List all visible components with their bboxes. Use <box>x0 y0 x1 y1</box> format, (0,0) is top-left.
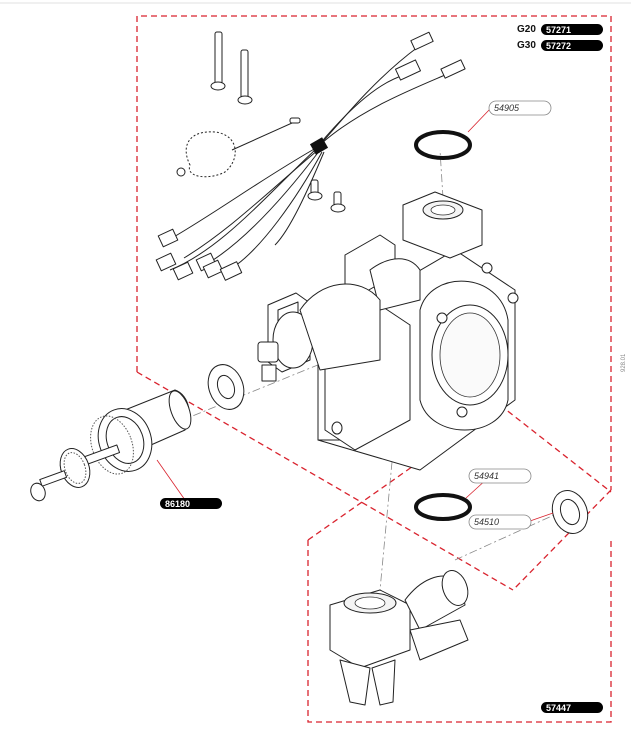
ref-54905-text: 54905 <box>494 103 520 113</box>
valve-group-outline <box>136 15 612 490</box>
oring-bottom <box>414 493 472 521</box>
g20-label: G20 <box>517 24 536 35</box>
ref-54905: 54905 <box>488 100 552 116</box>
washer-right <box>551 490 589 534</box>
knob-assembly <box>30 389 192 502</box>
g30-pill <box>541 40 603 51</box>
g30-label: G30 <box>517 40 536 51</box>
outlet-group-outline-top-right <box>499 404 612 493</box>
top-port-axis <box>439 149 446 231</box>
g20-part-number: 57271 <box>546 25 571 35</box>
leader-54510 <box>529 512 554 522</box>
washer-left <box>207 364 245 410</box>
short-screws <box>307 179 346 213</box>
long-screws <box>210 31 253 105</box>
valve-group-outline-bottom <box>512 489 612 591</box>
bottom-port-axis <box>379 429 396 591</box>
ref-54510: 54510 <box>468 514 532 530</box>
bead-chain <box>176 117 301 178</box>
washer-axis <box>454 509 566 561</box>
part-86180: 86180 <box>160 498 222 509</box>
wiring-harness <box>155 31 466 281</box>
gas-valve-body <box>257 191 519 471</box>
g20-label-group: G20 57271 <box>517 24 603 35</box>
ref-54510-text: 54510 <box>474 517 499 527</box>
ref-54941: 54941 <box>468 468 532 484</box>
leader-54905 <box>467 108 491 133</box>
outlet-elbow <box>329 570 469 706</box>
g20-pill <box>541 24 603 35</box>
g30-label-group: G30 57272 <box>517 40 603 51</box>
part-86180-text: 86180 <box>165 499 190 509</box>
side-code: 928.01 <box>621 353 627 372</box>
leader-86180 <box>156 459 186 501</box>
valve-group-outline-diagonal <box>136 371 514 591</box>
part-57447: 57447 <box>541 702 603 713</box>
outlet-group-outline <box>307 540 612 723</box>
g30-part-number: 57272 <box>546 41 571 51</box>
oring-top <box>414 130 472 160</box>
ref-54941-text: 54941 <box>474 471 499 481</box>
part-57447-text: 57447 <box>546 703 571 713</box>
